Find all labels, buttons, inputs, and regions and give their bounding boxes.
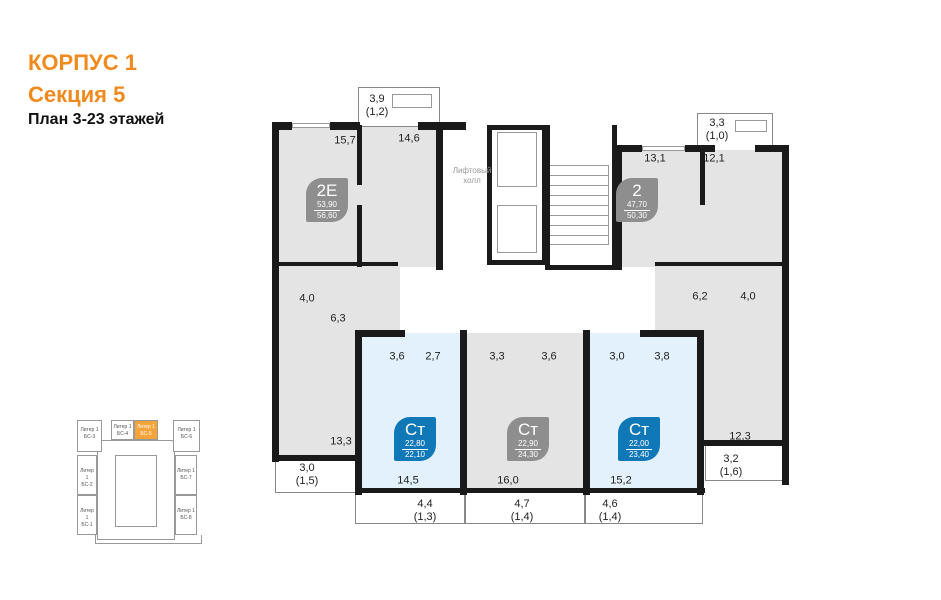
building-title: КОРПУС 1: [28, 50, 137, 75]
lift-2: [497, 205, 537, 253]
room-area: 13,1: [644, 152, 666, 165]
room-area: 3,8: [654, 350, 670, 363]
floor-plan-title: План 3-23 этажей: [28, 111, 165, 128]
window: [292, 123, 330, 128]
balcony-5[interactable]: [355, 490, 465, 524]
balcony-area: 3,3(1,0): [705, 117, 729, 142]
studio-2[interactable]: [467, 333, 585, 490]
balcony-6[interactable]: [465, 490, 585, 524]
balcony-area: 3,0(1,5): [295, 462, 319, 487]
staircase: [547, 165, 609, 245]
room-area: 3,6: [541, 350, 557, 363]
room-area: 3,0: [609, 350, 625, 363]
balcony-furniture: [735, 120, 767, 132]
room-area: 3,3: [489, 350, 505, 363]
section-title: Секция 5: [28, 82, 126, 107]
balcony-furniture: [392, 94, 432, 108]
room-area: 4,0: [740, 290, 756, 303]
balcony-4[interactable]: [705, 443, 785, 481]
lift-1: [497, 132, 537, 187]
room-area: 3,6: [389, 350, 405, 363]
room-area: 15,2: [610, 474, 632, 487]
room-area: 13,3: [330, 435, 352, 448]
room-area: 14,5: [397, 474, 419, 487]
room-area: 15,7: [334, 134, 356, 147]
room-area: 4,0: [299, 292, 315, 305]
balcony-7[interactable]: [585, 490, 703, 524]
room-area: 14,6: [398, 132, 420, 145]
balcony-area: 4,6(1,4): [598, 498, 622, 523]
room-area: 16,0: [497, 474, 519, 487]
room-area: 12,1: [703, 152, 725, 165]
balcony-area: 4,4(1,3): [413, 498, 437, 523]
room-area: 2,7: [425, 350, 441, 363]
room-area: 12,3: [729, 430, 751, 443]
balcony-area: 3,2(1,6): [719, 453, 743, 478]
studio-3[interactable]: [590, 333, 700, 490]
window: [642, 146, 685, 151]
lift-hall-label: Лифтовый холл: [452, 166, 492, 185]
balcony-area: 3,9(1,2): [365, 93, 389, 118]
balcony-area: 4,7(1,4): [510, 498, 534, 523]
room-area: 6,2: [692, 290, 708, 303]
room-area: 6,3: [330, 312, 346, 325]
studio-1[interactable]: [360, 333, 462, 490]
